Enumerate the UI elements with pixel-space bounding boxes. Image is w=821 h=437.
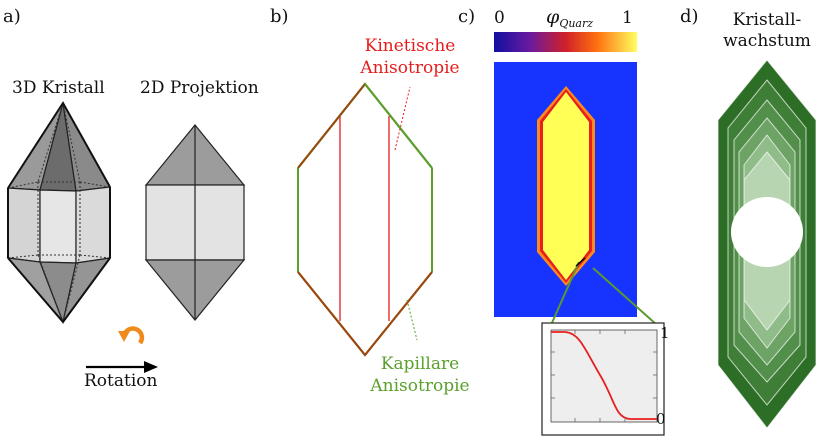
phi-subscript: Quarz [559,17,594,30]
crystal-3d-label: 3D Kristall [12,78,105,98]
anisotropy-hexagon [297,82,433,357]
crystal-growth-layers [717,59,817,429]
panel-b-label: b) [270,6,289,27]
phi-colorbar [494,32,637,52]
interface-profile-inset [541,322,665,436]
colorbar-max-label: 1 [622,8,633,28]
growth-title-line1: Kristall- [732,10,802,30]
crystal-3d [6,101,112,325]
phi-symbol: φ [546,6,560,28]
capillary-anisotropy-line2: Anisotropie [370,376,470,396]
rotate-icon [118,326,145,345]
inset-min-label: 0 [656,410,666,428]
zoom-lines [550,257,658,326]
phi-quarz-symbol: φQuarz [546,6,593,30]
panel-a-label: a) [3,6,21,27]
projection-2d-label: 2D Projektion [140,78,259,98]
panel-c-label: c) [458,6,476,27]
kinetic-anisotropy-line2: Anisotropie [360,58,460,78]
rotation-arrow [86,361,158,373]
seed-hole [731,197,803,267]
inset-max-label: 1 [660,324,670,342]
projection-2d [144,124,246,321]
growth-title-line2: wachstum [723,31,811,51]
kinetic-leader [394,86,411,151]
capillary-leader [406,299,418,341]
rotation-label: Rotation [84,371,158,391]
panel-d-label: d) [680,6,699,27]
capillary-anisotropy-line1: Kapillare [380,354,460,374]
quartz-crystal-field [537,86,595,286]
kinetic-anisotropy-line1: Kinetische [364,36,456,56]
colorbar-min-label: 0 [494,8,505,28]
